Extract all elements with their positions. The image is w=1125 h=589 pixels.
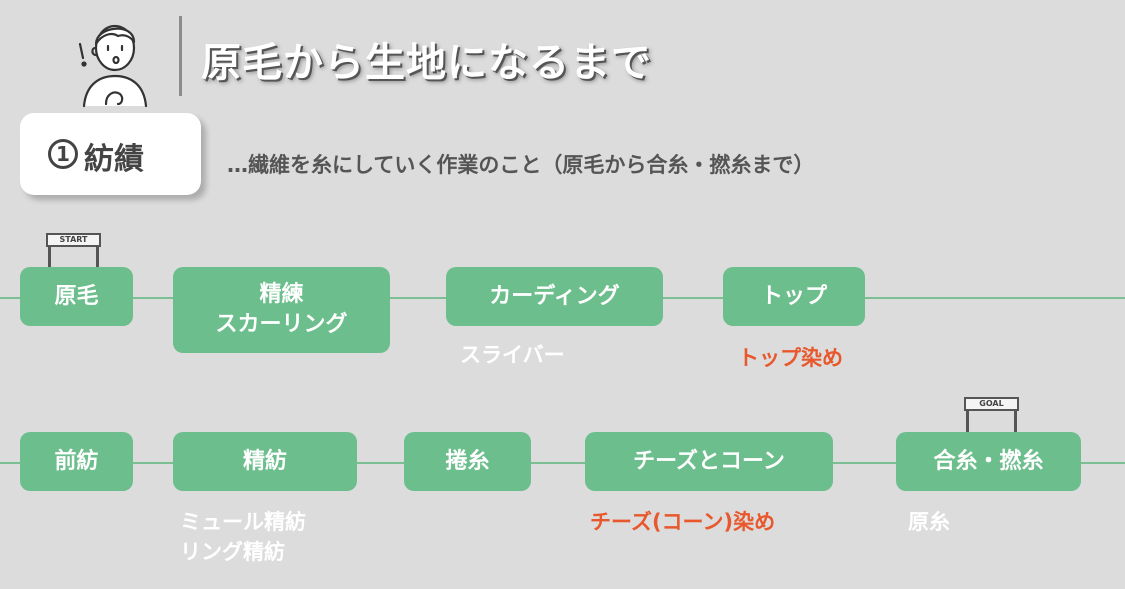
step-carding: カーディング bbox=[446, 267, 663, 326]
start-flag: START bbox=[46, 233, 101, 281]
step-fine-spinning: 精紡 bbox=[173, 432, 357, 491]
goal-flag-post-left bbox=[966, 397, 969, 443]
note-top-dyeing: トップ染め bbox=[738, 346, 843, 370]
step-winding: 捲糸 bbox=[404, 432, 531, 491]
person-thinking-icon bbox=[78, 24, 148, 108]
header-divider bbox=[179, 16, 182, 96]
goal-flag: GOAL bbox=[964, 397, 1019, 443]
page-title: 原毛から生地になるまで bbox=[201, 40, 652, 86]
start-flag-post-left bbox=[48, 233, 51, 281]
note-spinning-methods: ミュール精紡 リング精紡 bbox=[180, 510, 306, 565]
flow-line-row2 bbox=[0, 462, 1125, 464]
step-doubling-twisting: 合糸・撚糸 bbox=[896, 432, 1081, 491]
section-number: 1 bbox=[48, 139, 78, 169]
section-title: 紡績 bbox=[84, 142, 144, 177]
section-description: …繊維を糸にしていく作業のこと（原毛から合糸・撚糸まで） bbox=[227, 153, 815, 177]
note-cheese-dyeing: チーズ(コーン)染め bbox=[590, 510, 776, 534]
step-pre-spinning: 前紡 bbox=[20, 432, 133, 491]
note-sliver: スライバー bbox=[460, 343, 565, 367]
goal-flag-post-right bbox=[1014, 397, 1017, 443]
step-scouring: 精練 スカーリング bbox=[173, 267, 390, 353]
goal-flag-label: GOAL bbox=[964, 397, 1019, 411]
note-base-yarn: 原糸 bbox=[908, 510, 950, 534]
step-cheese-and-cone: チーズとコーン bbox=[585, 432, 833, 491]
step-raw-wool: 原毛 bbox=[20, 267, 133, 326]
step-top: トップ bbox=[723, 267, 865, 326]
start-flag-label: START bbox=[46, 233, 101, 247]
start-flag-post-right bbox=[96, 233, 99, 281]
